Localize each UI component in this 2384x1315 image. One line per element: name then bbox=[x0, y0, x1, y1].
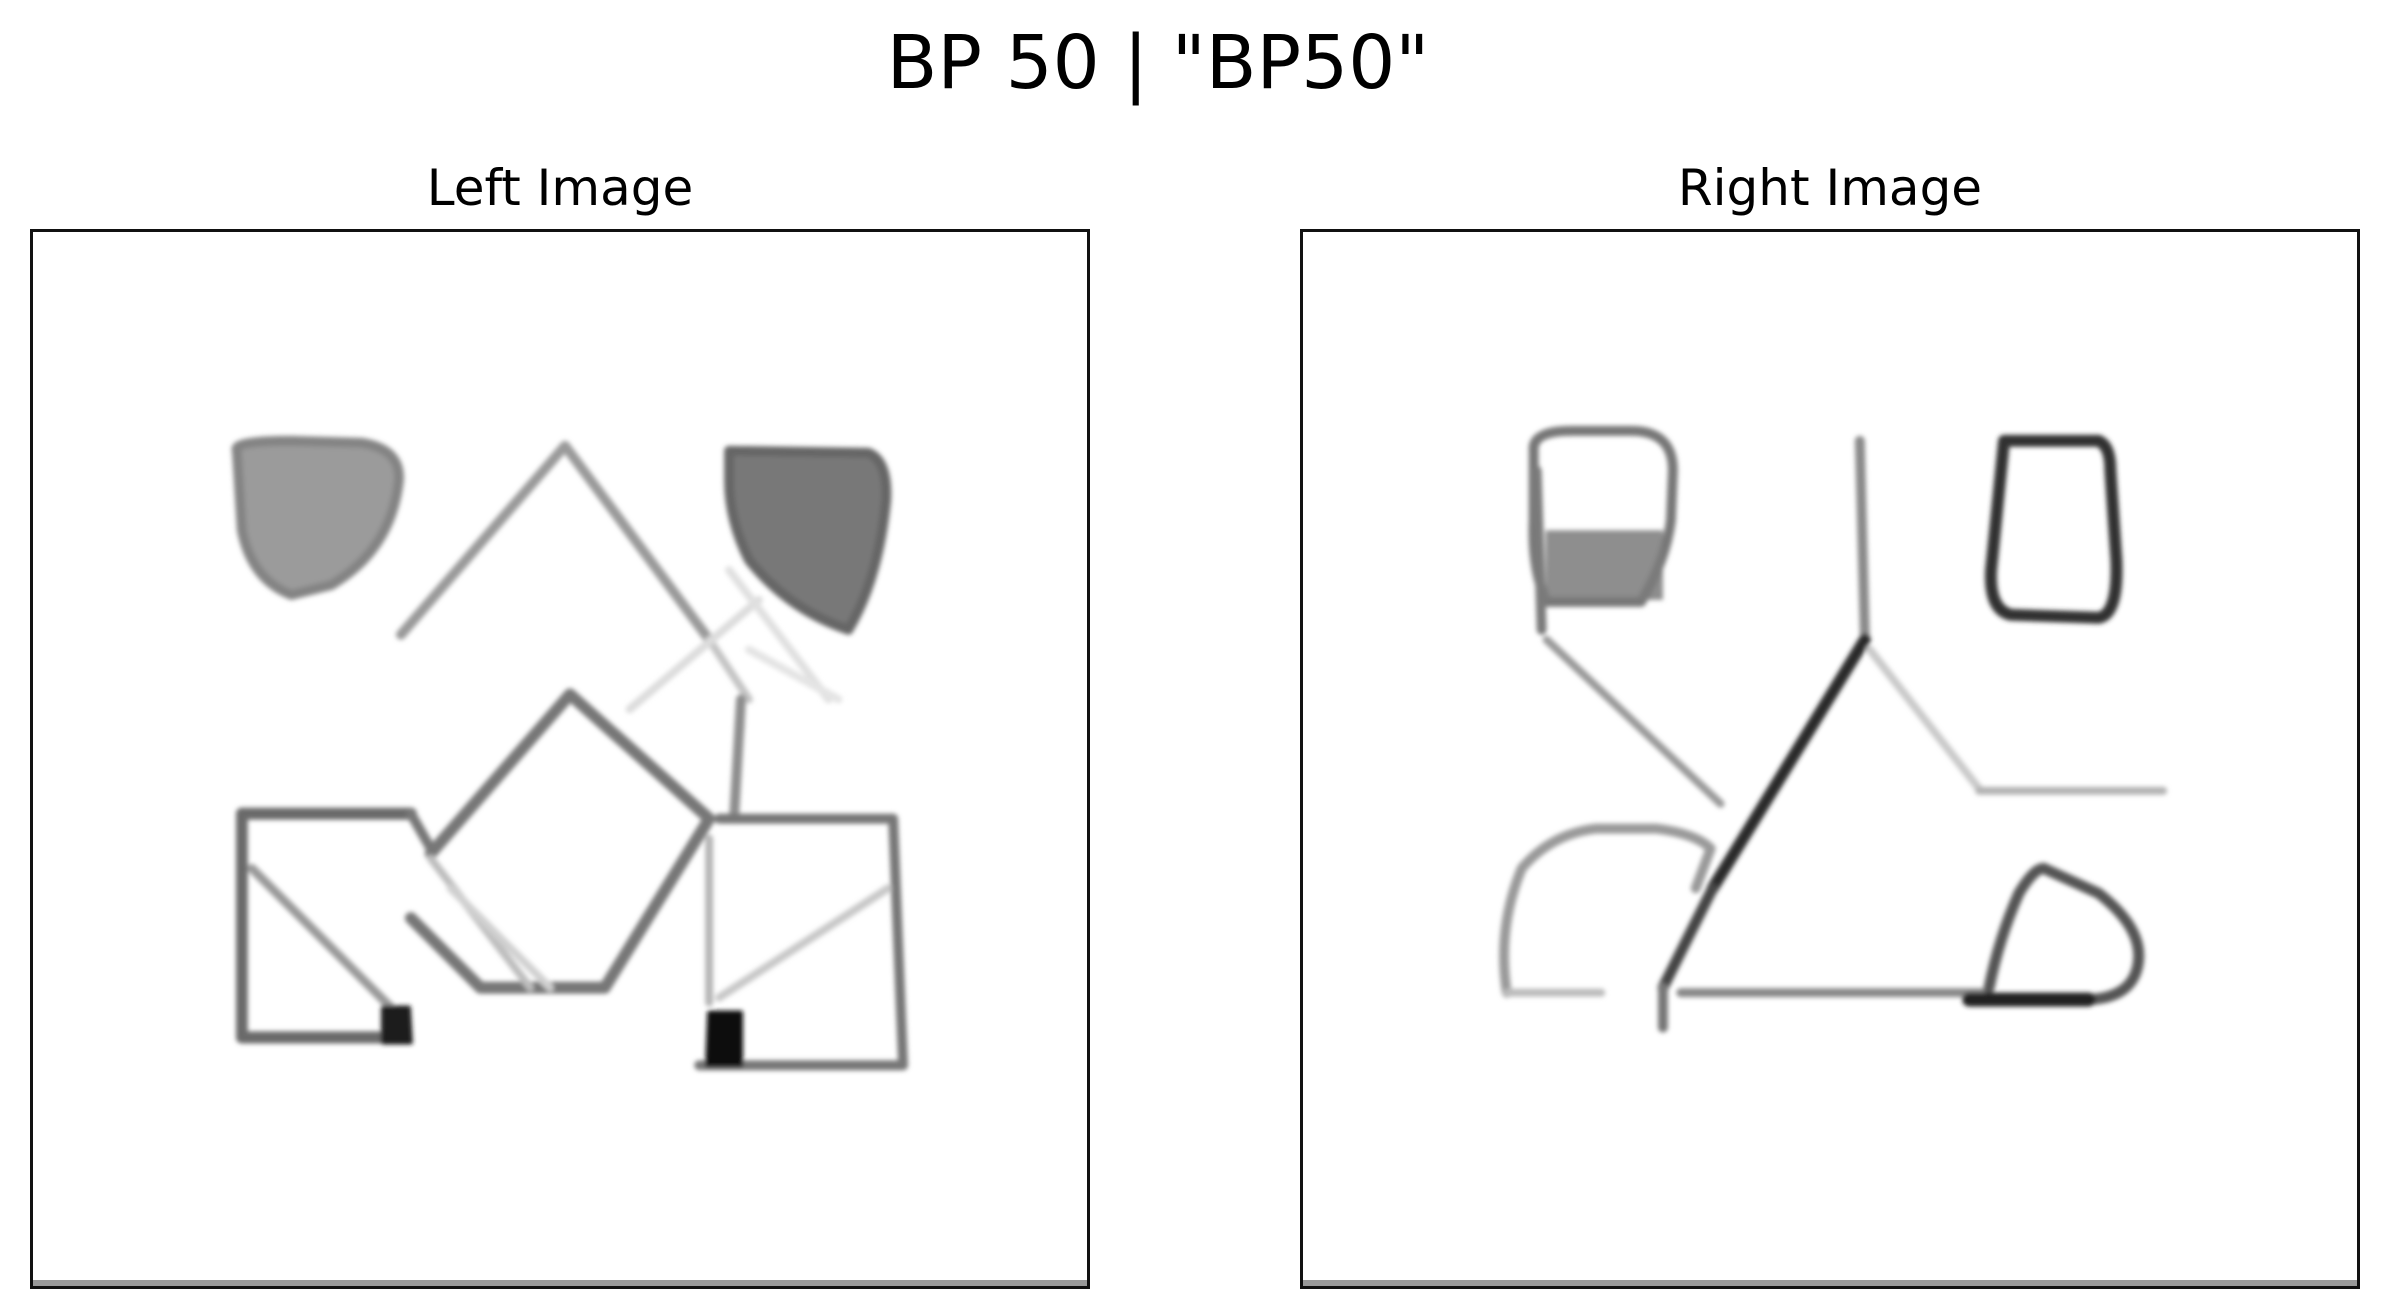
right-top-right-outline bbox=[1984, 434, 2123, 624]
right-bottom-right-shape bbox=[1983, 862, 2145, 1006]
right-tall-vertical bbox=[1854, 435, 1870, 640]
left-faint-line-3 bbox=[744, 645, 843, 704]
left-bottom-square bbox=[235, 807, 417, 1044]
left-vertical-connector bbox=[729, 694, 746, 824]
right-image-frame bbox=[1300, 229, 2360, 1289]
left-bottom-right-square bbox=[694, 813, 909, 1071]
right-image-drawing bbox=[1499, 425, 2168, 1033]
left-square-corner-mark bbox=[381, 1005, 413, 1045]
left-top-right-shield bbox=[724, 445, 892, 635]
right-left-diagonal bbox=[1542, 635, 1725, 808]
left-faint-line-2 bbox=[725, 566, 833, 704]
left-faint-line-1 bbox=[625, 595, 763, 714]
right-main-diagonal-lower bbox=[1657, 882, 1719, 994]
left-right-square-corner-mark bbox=[705, 1010, 743, 1068]
left-upper-chevron-tail bbox=[705, 635, 753, 704]
left-panel-title: Left Image bbox=[426, 159, 694, 217]
left-right-square-diagonal bbox=[715, 884, 893, 1002]
right-bottom-left-arch bbox=[1499, 823, 1716, 998]
left-image-drawing bbox=[231, 435, 909, 1071]
right-panel-title: Right Image bbox=[1677, 159, 1983, 217]
left-square-top-edge bbox=[405, 808, 436, 854]
left-top-left-shield bbox=[231, 435, 404, 600]
figure-title: BP 50 | "BP50" bbox=[886, 20, 1430, 106]
right-top-left-square-left-edge bbox=[1531, 465, 1547, 635]
left-inner-diagonal-2 bbox=[446, 884, 555, 992]
right-top-left-square-fill bbox=[1545, 530, 1663, 600]
right-right-diagonal bbox=[1865, 645, 1984, 793]
left-upper-chevron bbox=[395, 440, 715, 645]
left-square-diagonal bbox=[247, 863, 396, 1013]
right-main-diagonal bbox=[1706, 633, 1871, 895]
left-image-frame bbox=[30, 229, 1090, 1289]
left-middle-diamond bbox=[404, 688, 716, 994]
